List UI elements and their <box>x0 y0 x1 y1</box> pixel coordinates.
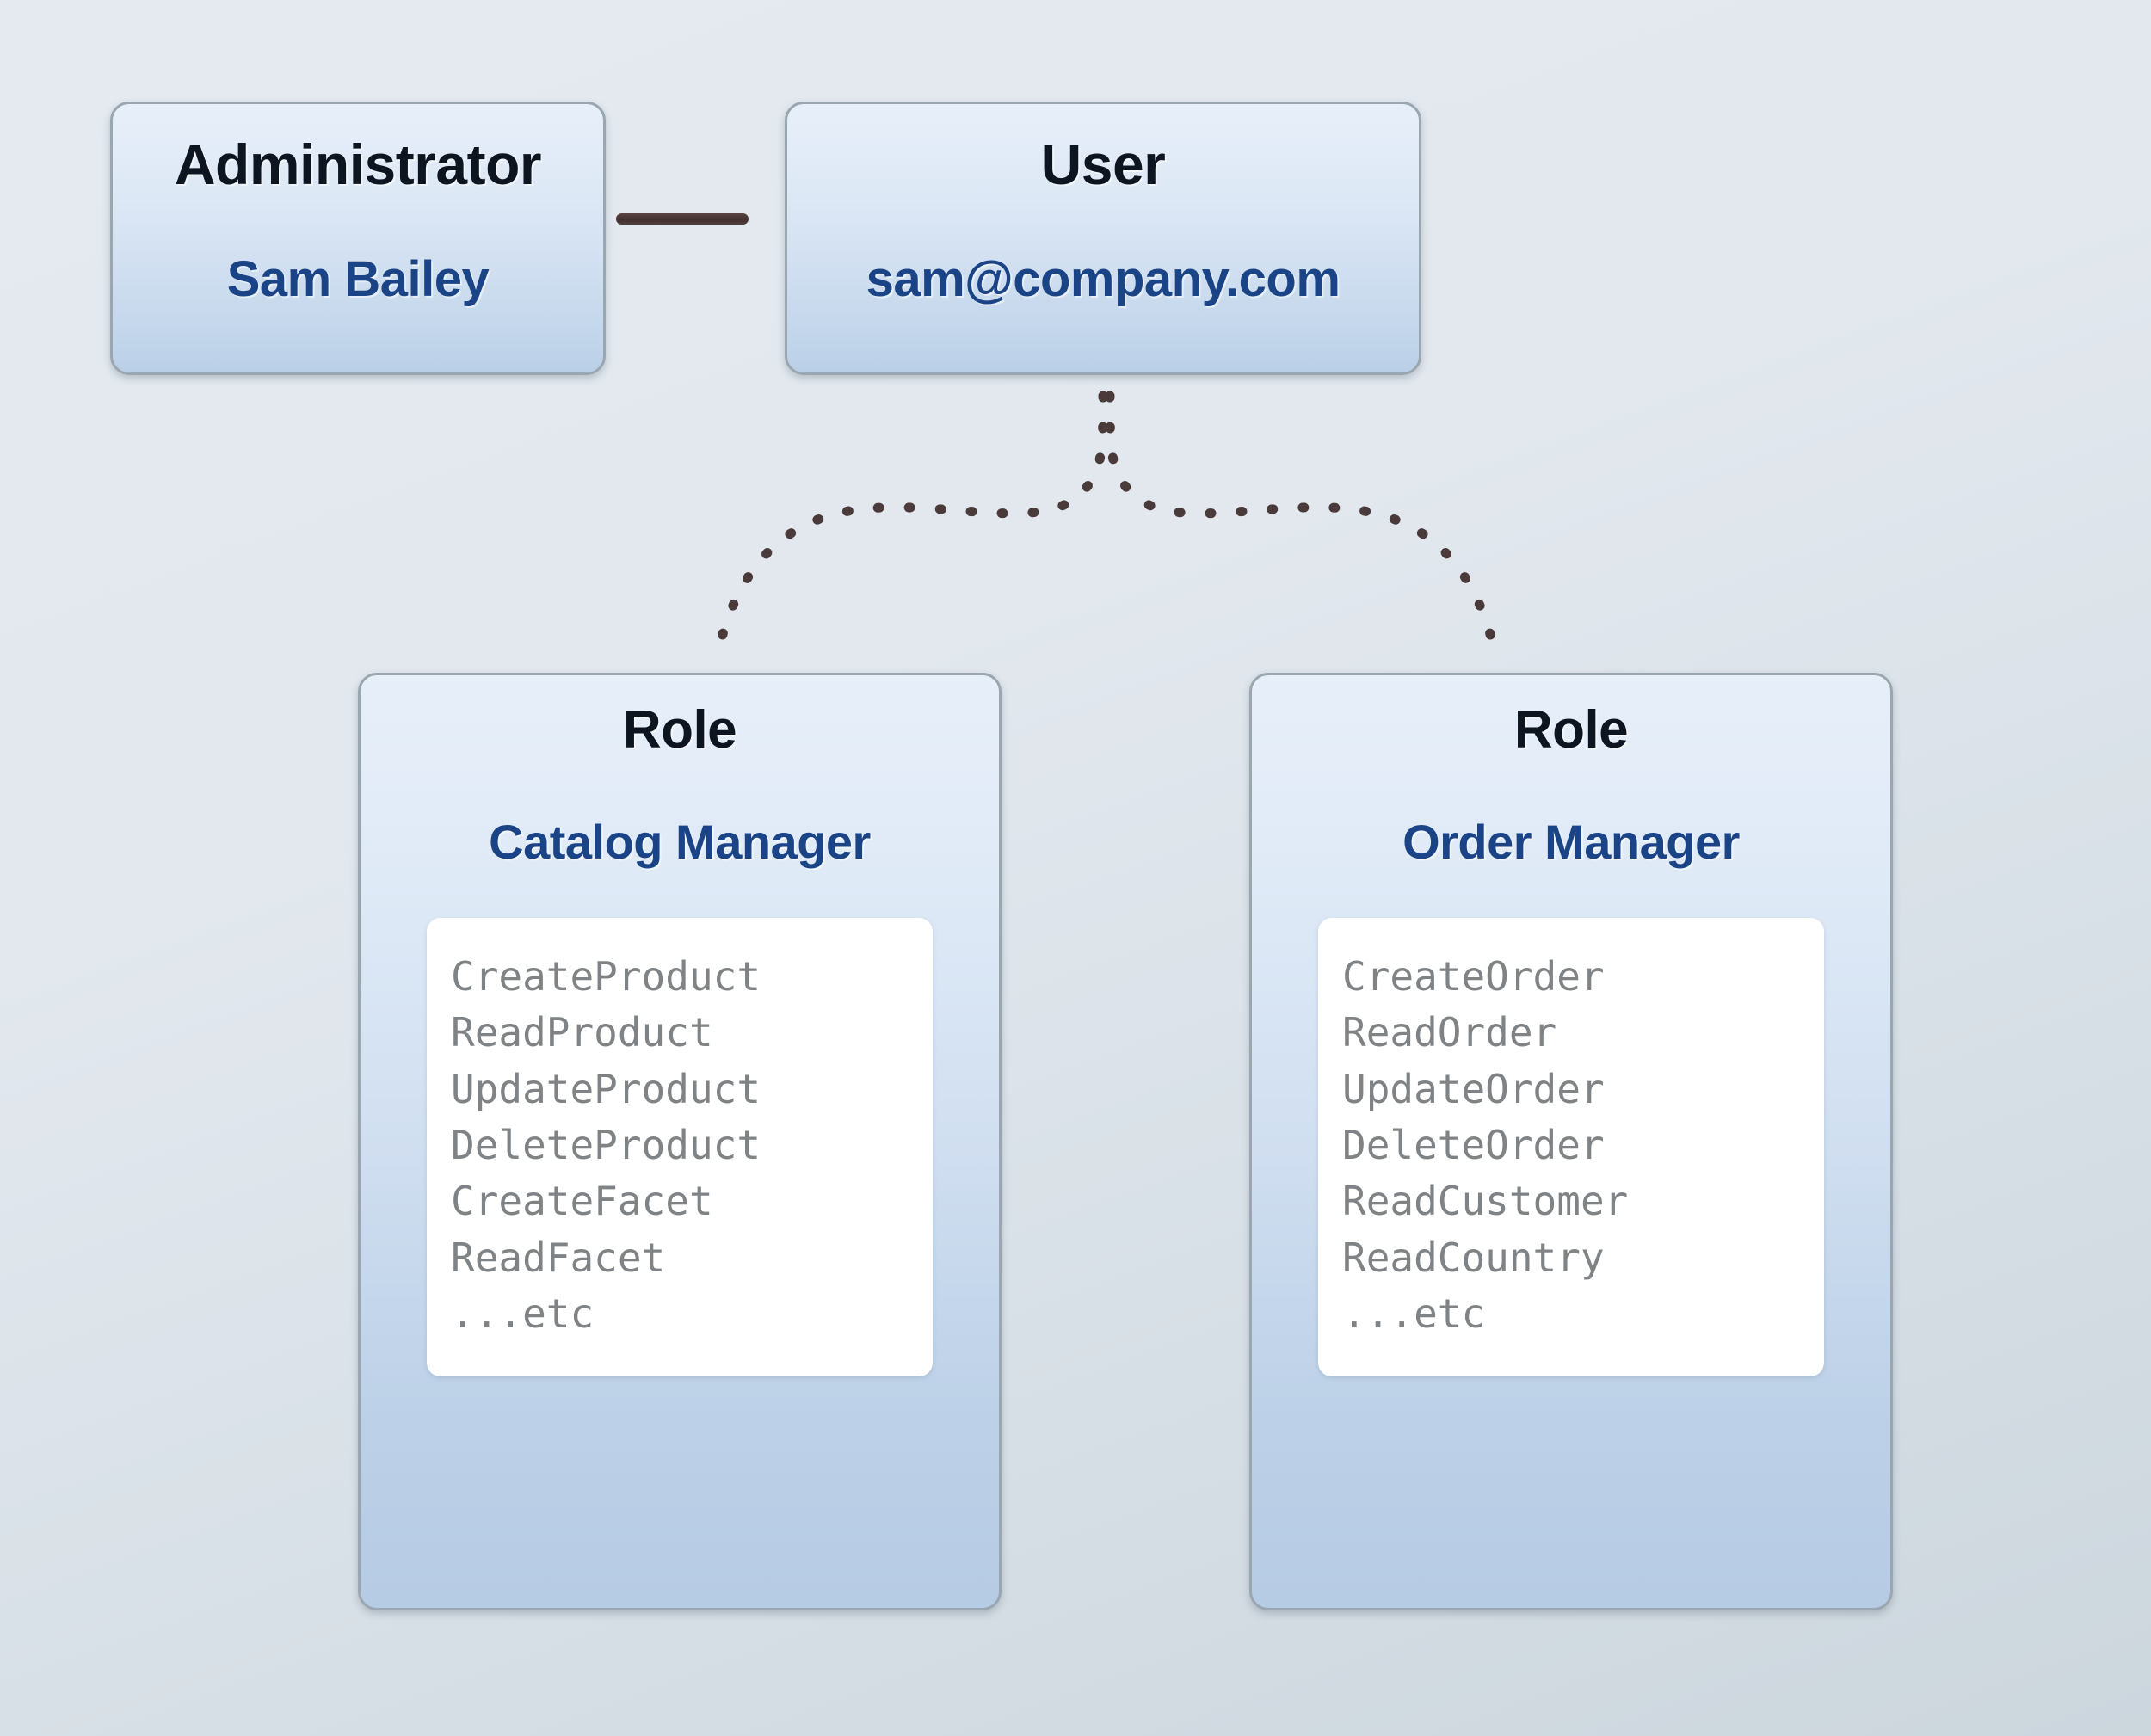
role-type-label: Role <box>1513 700 1629 760</box>
permission-item: ReadFacet <box>451 1234 666 1281</box>
permission-item: ReadProduct <box>451 1009 713 1056</box>
permission-item: UpdateOrder <box>1342 1065 1605 1112</box>
permission-item: CreateProduct <box>451 953 761 1000</box>
permission-item: ReadCountry <box>1342 1234 1605 1281</box>
user-to-order-manager-line <box>1105 391 1502 668</box>
role-name-value: Catalog Manager <box>489 815 871 869</box>
permission-item: DeleteProduct <box>451 1121 761 1168</box>
administrator-type-label: Administrator <box>174 132 542 196</box>
permission-item: CreateFacet <box>451 1178 713 1225</box>
permission-item: UpdateProduct <box>451 1065 761 1112</box>
role-type-label: Role <box>622 700 737 760</box>
permission-list-panel: CreateProduct ReadProduct UpdateProduct … <box>427 918 933 1377</box>
permission-item: DeleteOrder <box>1342 1121 1605 1168</box>
permission-list-panel: CreateOrder ReadOrder UpdateOrder Delete… <box>1318 918 1824 1377</box>
administrator-name-value: Sam Bailey <box>226 251 490 307</box>
permission-item: ...etc <box>451 1290 595 1337</box>
user-email-value: sam@company.com <box>866 251 1341 307</box>
permission-item: ReadOrder <box>1342 1009 1557 1056</box>
role-association-lines <box>711 391 1502 668</box>
permission-item: ...etc <box>1342 1290 1486 1337</box>
role-node-order-manager[interactable]: Role Order Manager CreateOrder ReadOrder… <box>1249 673 1893 1610</box>
permission-item: ReadCustomer <box>1342 1178 1629 1225</box>
administrator-user-link <box>616 213 749 225</box>
user-node[interactable]: User sam@company.com <box>785 102 1421 375</box>
user-type-label: User <box>1040 132 1166 196</box>
user-to-catalog-manager-line <box>711 391 1108 668</box>
role-name-value: Order Manager <box>1402 815 1740 869</box>
role-node-catalog-manager[interactable]: Role Catalog Manager CreateProduct ReadP… <box>358 673 1002 1610</box>
administrator-node[interactable]: Administrator Sam Bailey <box>110 102 606 375</box>
permission-item: CreateOrder <box>1342 953 1605 1000</box>
